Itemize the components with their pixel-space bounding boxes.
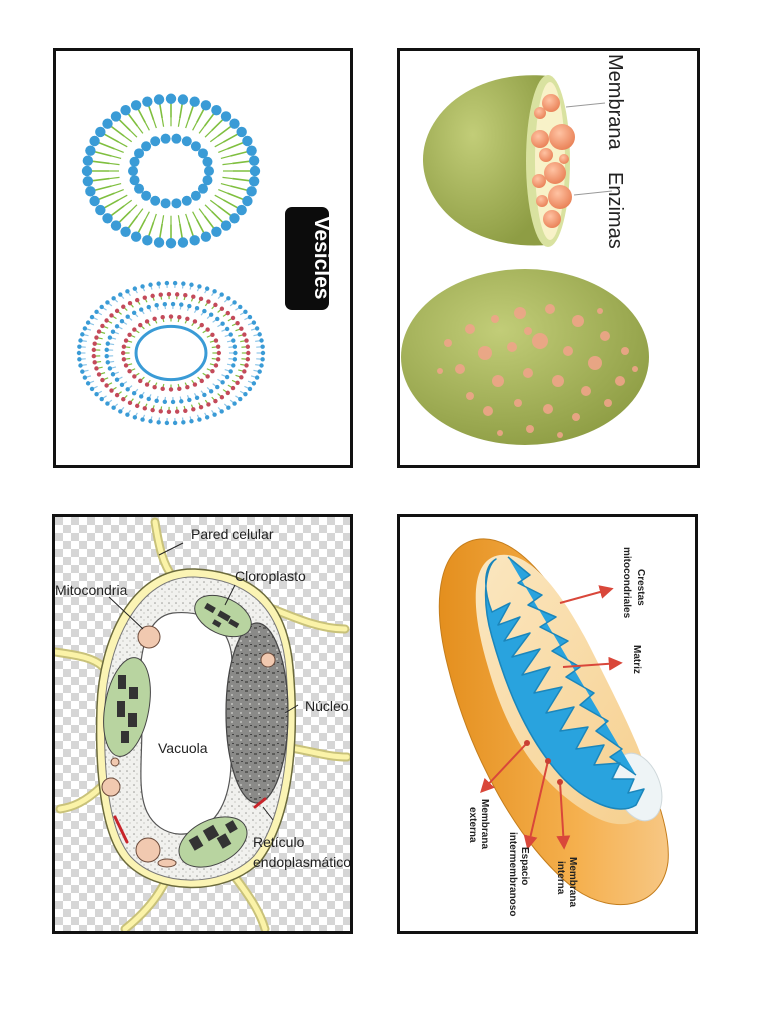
vesicles-label: Vesicles [310, 217, 333, 300]
vesicle-bilayer-top [81, 93, 261, 249]
vesicles-card: Vesicles [53, 48, 353, 468]
outer-membrane-line2: externa [467, 807, 478, 843]
vesicle-bilayer-bottom [76, 280, 266, 426]
cristae [484, 556, 645, 810]
label-arrows [480, 585, 623, 850]
cristae-label-line2: mitocondriales [621, 547, 632, 619]
chloroplast-left [103, 657, 151, 757]
outer-membrane-line1: Membrana [479, 799, 490, 849]
enzymes-label: Enzimas [604, 172, 626, 249]
enzyme-cluster [531, 94, 575, 228]
plant-cell-card: Pared celular Cloroplasto Mitocondria Nú… [52, 514, 353, 934]
inner-membrane-line1: Membrana [567, 857, 578, 907]
chloroplast-top [194, 594, 252, 638]
plant-cell-illustration: Pared celular Cloroplasto Mitocondria Nú… [55, 517, 350, 931]
endoplasmic-reticulum [113, 797, 267, 844]
membrane-label: Membrana [604, 54, 626, 150]
peroxisome-whole [401, 269, 649, 445]
mitochondrion [438, 538, 669, 905]
nucleus-label: Núcleo [305, 698, 349, 714]
mitochondria-label: Mitocondria [55, 582, 128, 598]
vesicles-illustration: Vesicles [76, 93, 333, 426]
enzyme-spots [437, 304, 638, 438]
vesicles-label-badge: Vesicles [285, 207, 333, 310]
chloroplast-label: Cloroplasto [235, 568, 306, 584]
matrix-label: Matriz [631, 645, 642, 674]
peroxisome-illustration: Membrana Enzimas [401, 54, 649, 445]
nucleus [225, 622, 289, 804]
inner-membrane-line2: interna [555, 861, 566, 895]
chloroplast-bottom [178, 816, 248, 868]
mitochondrion-illustration: Crestas mitocondriales Matriz Membrana e… [438, 538, 669, 916]
peroxisome-card: Membrana Enzimas [397, 48, 700, 468]
er-label-line2: endoplasmático [253, 854, 350, 870]
er-label-line1: Retículo [253, 834, 305, 850]
cristae-label-line1: Crestas [635, 569, 646, 606]
intermembrane-line2: intermembranoso [507, 832, 518, 916]
peroxisome-cutaway [422, 75, 575, 247]
mitochondrion-card: Crestas mitocondriales Matriz Membrana e… [397, 514, 698, 934]
mitochondria-organelles [101, 625, 276, 868]
cell-wall-label: Pared celular [191, 526, 274, 542]
vacuole-label: Vacuola [158, 740, 208, 756]
intermembrane-line1: Espacio [519, 847, 530, 885]
